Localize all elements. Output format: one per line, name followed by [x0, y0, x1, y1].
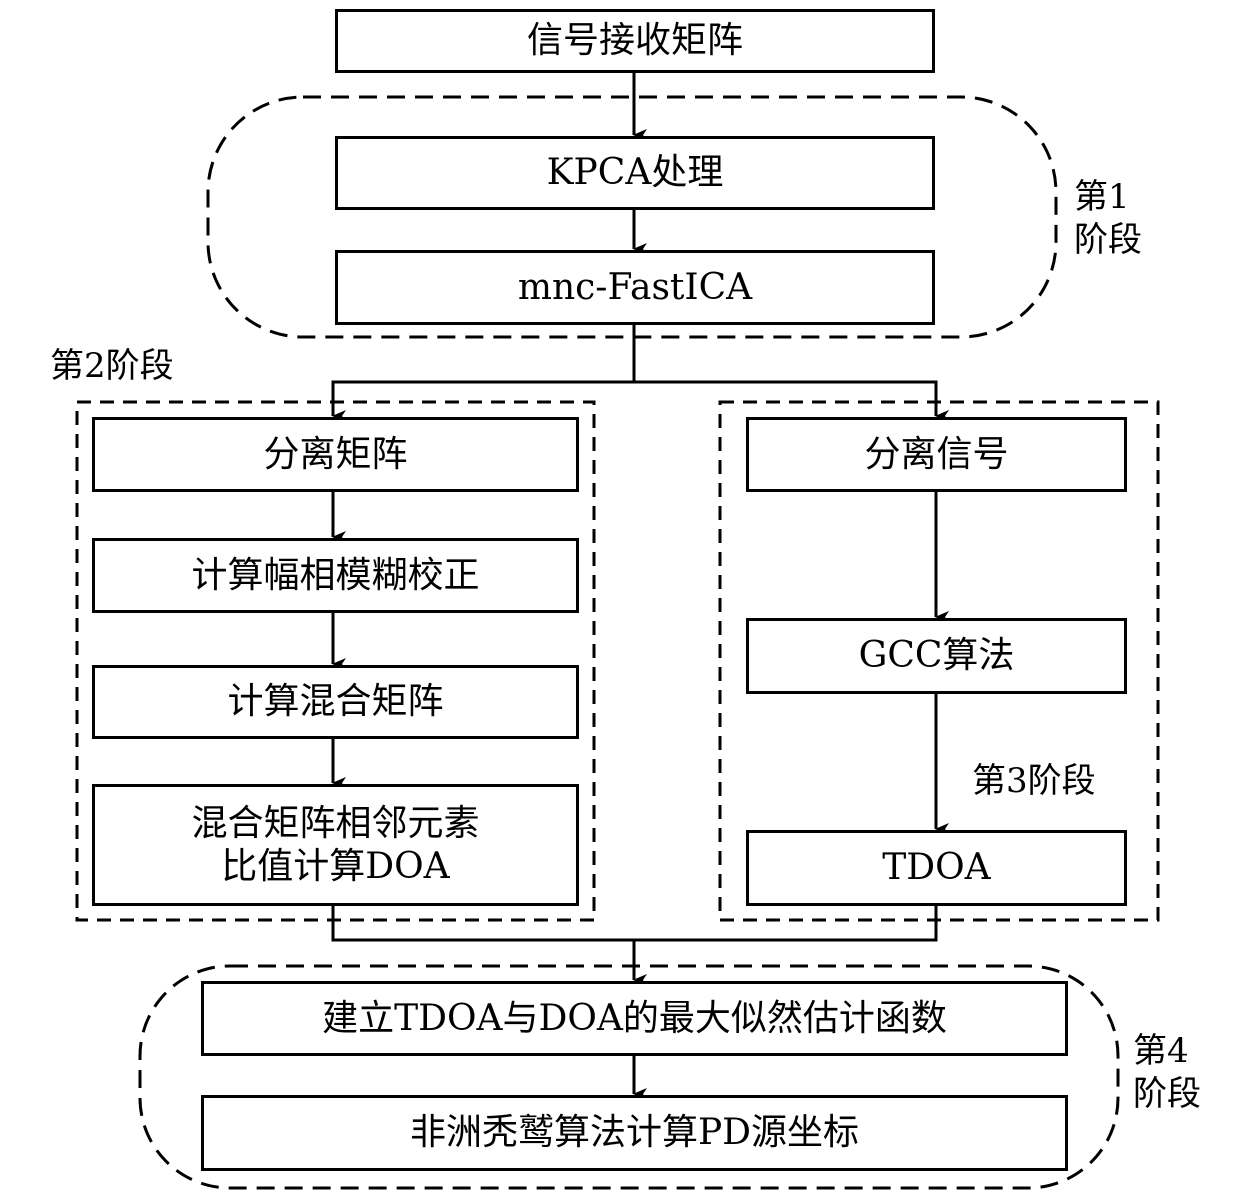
- node-fastica: mnc-FastICA: [335, 250, 935, 325]
- node-ml-function: 建立TDOA与DOA的最大似然估计函数: [201, 981, 1068, 1056]
- stage1-boundary: [206, 95, 1058, 339]
- node-label: 计算幅相模糊校正: [191, 554, 480, 596]
- node-tdoa: TDOA: [746, 830, 1127, 906]
- stage1-label-line2: 阶段: [1074, 219, 1142, 260]
- node-separation-matrix: 分离矩阵: [92, 417, 579, 492]
- node-doa-calc: 混合矩阵相邻元素 比值计算DOA: [92, 784, 579, 906]
- node-separated-signal: 分离信号: [746, 417, 1127, 492]
- node-label: KPCA处理: [546, 152, 724, 194]
- node-label: 非洲秃鹫算法计算PD源坐标: [409, 1112, 860, 1154]
- node-label: 计算混合矩阵: [227, 681, 444, 723]
- node-avoa: 非洲秃鹫算法计算PD源坐标: [201, 1095, 1068, 1171]
- stage3-boundary: [718, 400, 1160, 922]
- stage1-label: 第1 阶段: [1074, 176, 1142, 261]
- stage3-label: 第3阶段: [972, 761, 1096, 801]
- node-label: GCC算法: [858, 635, 1015, 677]
- stage4-label: 第4 阶段: [1133, 1030, 1201, 1115]
- edge-doa-tdoa-merge: [331, 905, 938, 942]
- node-kpca: KPCA处理: [335, 136, 935, 210]
- node-label: mnc-FastICA: [517, 266, 753, 308]
- node-amp-phase-correction: 计算幅相模糊校正: [92, 538, 579, 613]
- edge-fastica-to-separated-signal: [634, 380, 949, 422]
- node-mixing-matrix: 计算混合矩阵: [92, 665, 579, 739]
- stage1-label-line1: 第1: [1074, 177, 1130, 217]
- stage2-label: 第2阶段: [50, 346, 174, 386]
- stage4-label-line2: 阶段: [1133, 1073, 1201, 1114]
- node-label-line1: 混合矩阵相邻元素: [191, 802, 480, 844]
- node-signal-matrix: 信号接收矩阵: [335, 9, 935, 73]
- node-label-line2: 比值计算DOA: [221, 846, 450, 887]
- edge-fastica-to-separation-matrix: [331, 380, 634, 422]
- node-label: 分离矩阵: [263, 433, 408, 475]
- node-label: TDOA: [882, 847, 991, 889]
- node-gcc: GCC算法: [746, 618, 1127, 694]
- stage2-boundary: [75, 400, 596, 922]
- stage4-label-line1: 第4: [1133, 1031, 1189, 1071]
- node-label: 建立TDOA与DOA的最大似然估计函数: [322, 997, 947, 1039]
- node-label: 分离信号: [864, 433, 1009, 475]
- node-label: 信号接收矩阵: [526, 20, 743, 62]
- stage4-boundary: [138, 964, 1120, 1190]
